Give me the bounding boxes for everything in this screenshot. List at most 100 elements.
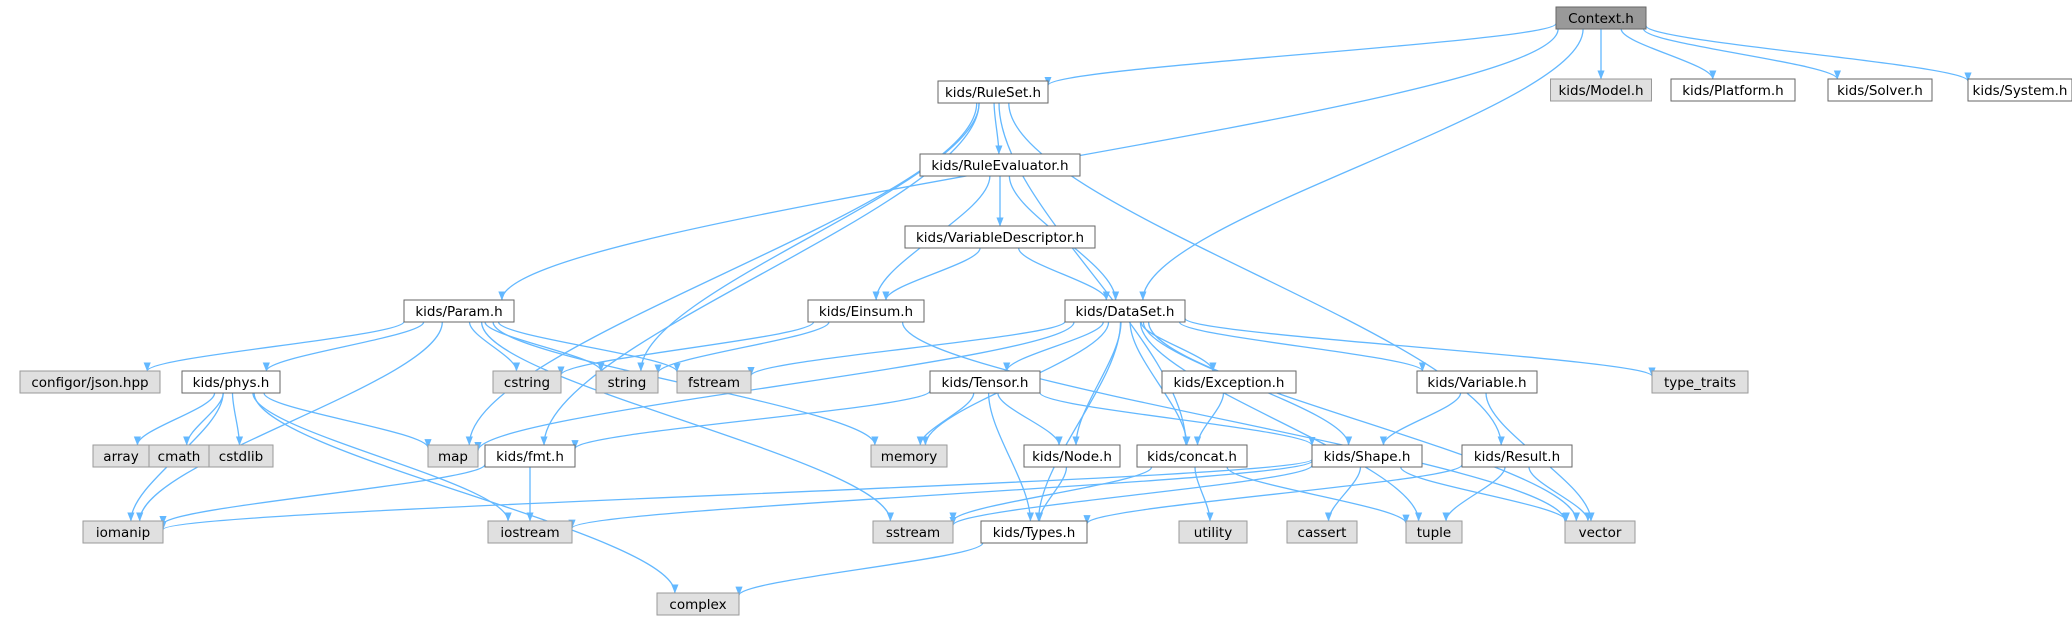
edge-ruleset-to-concat — [998, 102, 1190, 446]
node-shape[interactable]: kids/Shape.h — [1311, 444, 1423, 468]
node-label-memory: memory — [881, 449, 937, 465]
node-array: array — [92, 444, 150, 468]
edge-shape-to-sstream — [949, 464, 1313, 526]
node-label-sstream: sstream — [886, 525, 940, 541]
edge-ruleset-to-fmt — [540, 102, 980, 446]
node-solver[interactable]: kids/Solver.h — [1827, 78, 1933, 102]
node-box-cassert — [1286, 520, 1358, 544]
node-box-dataset — [1064, 299, 1186, 323]
node-box-type_traits — [1651, 370, 1749, 394]
node-label-string: string — [608, 375, 647, 391]
edge-concat-to-utility — [1194, 466, 1214, 522]
edge-result-to-types — [1083, 464, 1463, 525]
node-fmt[interactable]: kids/fmt.h — [484, 444, 576, 468]
edge-einsum-to-vector — [901, 321, 1569, 522]
node-complex: complex — [656, 592, 740, 616]
node-variabledescriptor[interactable]: kids/VariableDescriptor.h — [904, 225, 1096, 249]
node-box-einsum — [807, 299, 925, 323]
edge-phys-to-complex — [253, 392, 679, 594]
node-box-model — [1550, 78, 1652, 102]
node-box-vector — [1564, 520, 1636, 544]
node-iomanip: iomanip — [82, 520, 164, 544]
node-platform[interactable]: kids/Platform.h — [1670, 78, 1796, 102]
node-phys[interactable]: kids/phys.h — [181, 370, 281, 394]
edge-variabledescriptor-to-einsum — [882, 247, 981, 301]
edge-phys-to-cmath — [183, 392, 224, 446]
node-box-variabledescriptor — [904, 225, 1096, 249]
edge-context-to-dataset — [1139, 28, 1584, 301]
node-label-types: kids/Types.h — [993, 525, 1076, 541]
node-box-string — [595, 370, 659, 394]
edge-param-to-phys — [262, 321, 425, 372]
edge-param-to-fstream — [497, 321, 681, 373]
node-label-node: kids/Node.h — [1032, 449, 1112, 465]
node-box-fmt — [484, 444, 576, 468]
node-label-platform: kids/Platform.h — [1682, 83, 1784, 99]
node-context[interactable]: Context.h — [1555, 6, 1647, 30]
node-einsum[interactable]: kids/Einsum.h — [807, 299, 925, 323]
node-box-ruleevaluator — [919, 153, 1081, 177]
edge-param-to-string — [484, 321, 605, 372]
edge-dataset-to-variable — [1178, 321, 1426, 372]
node-utility: utility — [1178, 520, 1248, 544]
edge-phys-to-cstdlib — [231, 392, 244, 446]
node-box-map — [427, 444, 479, 468]
node-tensor[interactable]: kids/Tensor.h — [929, 370, 1041, 394]
node-exception[interactable]: kids/Exception.h — [1161, 370, 1297, 394]
node-box-configor — [19, 370, 161, 394]
node-label-iomanip: iomanip — [96, 525, 150, 541]
node-result[interactable]: kids/Result.h — [1461, 444, 1573, 468]
edge-context-to-solver — [1642, 28, 1841, 80]
node-param[interactable]: kids/Param.h — [403, 299, 515, 323]
node-system[interactable]: kids/System.h — [1967, 78, 2072, 102]
node-fstream: fstream — [676, 370, 752, 394]
edge-context-to-ruleset — [1044, 22, 1557, 86]
node-box-variable — [1416, 370, 1538, 394]
edge-phys-to-map — [263, 392, 432, 449]
edge-ruleset-to-string — [637, 102, 980, 372]
edge-types-to-complex — [735, 542, 984, 596]
node-label-vector: vector — [1579, 525, 1622, 541]
node-box-utility — [1178, 520, 1248, 544]
node-label-cstdlib: cstdlib — [219, 449, 263, 465]
node-node[interactable]: kids/Node.h — [1023, 444, 1121, 468]
node-label-iostream: iostream — [500, 525, 559, 541]
node-box-exception — [1161, 370, 1297, 394]
edge-dataset-to-map — [474, 321, 1075, 452]
edge-dataset-to-tensor — [1003, 321, 1104, 372]
node-box-tensor — [929, 370, 1041, 394]
edge-variable-to-shape — [1379, 392, 1462, 446]
node-label-variable: kids/Variable.h — [1427, 375, 1526, 391]
node-box-memory — [870, 444, 948, 468]
node-map: map — [427, 444, 479, 468]
edge-context-to-platform — [1620, 28, 1717, 80]
edge-fmt-to-iomanip — [159, 463, 486, 526]
node-dataset[interactable]: kids/DataSet.h — [1064, 299, 1186, 323]
node-box-phys — [181, 370, 281, 394]
node-cstdlib: cstdlib — [208, 444, 274, 468]
node-ruleset[interactable]: kids/RuleSet.h — [937, 80, 1049, 104]
node-box-concat — [1136, 444, 1248, 468]
node-types[interactable]: kids/Types.h — [980, 520, 1088, 544]
node-tuple: tuple — [1405, 520, 1463, 544]
node-label-shape: kids/Shape.h — [1324, 449, 1411, 465]
node-concat[interactable]: kids/concat.h — [1136, 444, 1248, 468]
node-box-cstring — [492, 370, 562, 394]
node-box-iostream — [487, 520, 573, 544]
node-iostream: iostream — [487, 520, 573, 544]
edge-phys-to-array — [133, 392, 216, 446]
edge-dataset-to-node — [1072, 321, 1122, 446]
node-label-array: array — [103, 449, 138, 465]
edge-param-to-sstream — [480, 321, 894, 522]
node-ruleevaluator[interactable]: kids/RuleEvaluator.h — [919, 153, 1081, 177]
edge-tensor-to-node — [997, 392, 1063, 446]
node-label-concat: kids/concat.h — [1147, 449, 1237, 465]
edge-einsum-to-string — [654, 321, 830, 374]
node-box-fstream — [676, 370, 752, 394]
node-variable[interactable]: kids/Variable.h — [1416, 370, 1538, 394]
edge-shape-to-iostream — [568, 460, 1313, 529]
node-box-cstdlib — [208, 444, 274, 468]
node-label-tensor: kids/Tensor.h — [942, 375, 1029, 391]
